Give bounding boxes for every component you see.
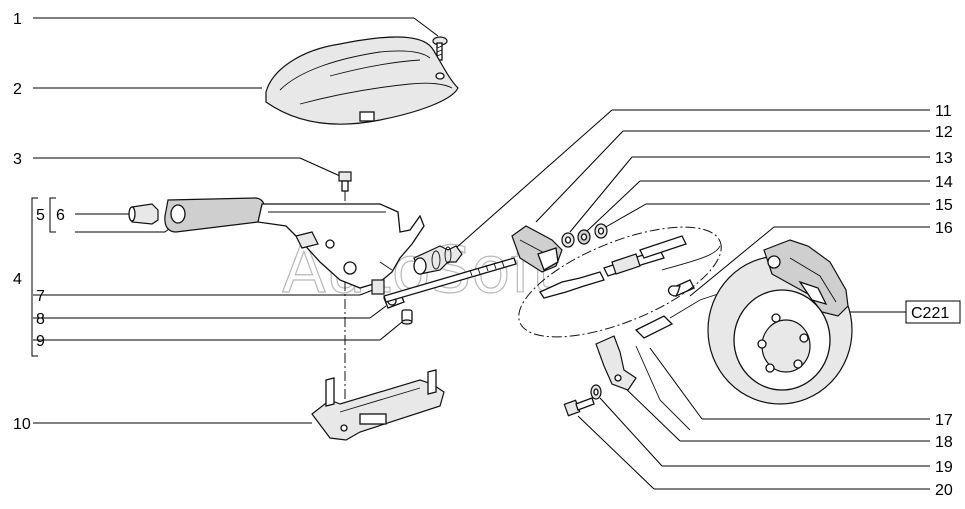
lever-cover-part-2 — [265, 36, 459, 125]
equalizer-part-12 — [511, 225, 563, 273]
label-14: 14 — [935, 174, 953, 191]
brake-lever-part-5 — [164, 197, 425, 289]
boot-part-11 — [413, 245, 463, 275]
clip-part-16 — [667, 285, 681, 297]
bolt-part-20 — [563, 397, 595, 417]
mounting-bracket-part-10 — [311, 369, 445, 441]
threaded-rod — [383, 257, 517, 303]
label-20: 20 — [935, 482, 953, 499]
nut-part-15 — [594, 223, 608, 239]
label-18: 18 — [935, 434, 953, 451]
label-11: 11 — [935, 103, 952, 120]
button-cap-part-6 — [128, 203, 159, 225]
label-1: 1 — [13, 11, 22, 28]
pivot-part-7 — [371, 279, 385, 295]
label-8: 8 — [36, 311, 45, 328]
screw-part-1 — [432, 36, 448, 61]
label-19: 19 — [935, 459, 953, 476]
cable-bracket-part-18 — [595, 335, 637, 391]
washer-part-19 — [590, 384, 602, 400]
brake-caliper — [763, 239, 849, 317]
label-10: 10 — [13, 416, 31, 433]
callout-labels: 1 2 3 4 5 6 7 8 9 10 11 12 13 14 15 16 C… — [13, 11, 961, 499]
pin-part-9 — [401, 309, 413, 325]
label-4: 4 — [13, 271, 22, 288]
label-5: 5 — [36, 207, 45, 224]
washer-part-13 — [561, 232, 575, 248]
label-2: 2 — [13, 81, 22, 98]
label-13: 13 — [935, 150, 953, 167]
label-15: 15 — [935, 197, 953, 214]
label-3: 3 — [13, 151, 22, 168]
nut-part-14 — [577, 229, 591, 245]
label-12: 12 — [935, 124, 953, 141]
label-9: 9 — [36, 333, 45, 350]
label-17: 17 — [935, 412, 953, 429]
leader-lines — [31, 17, 930, 490]
label-16: 16 — [935, 220, 953, 237]
c221-box — [905, 300, 961, 324]
label-7: 7 — [36, 288, 45, 305]
label-c221: C221 — [911, 305, 949, 322]
label-6: 6 — [56, 207, 65, 224]
